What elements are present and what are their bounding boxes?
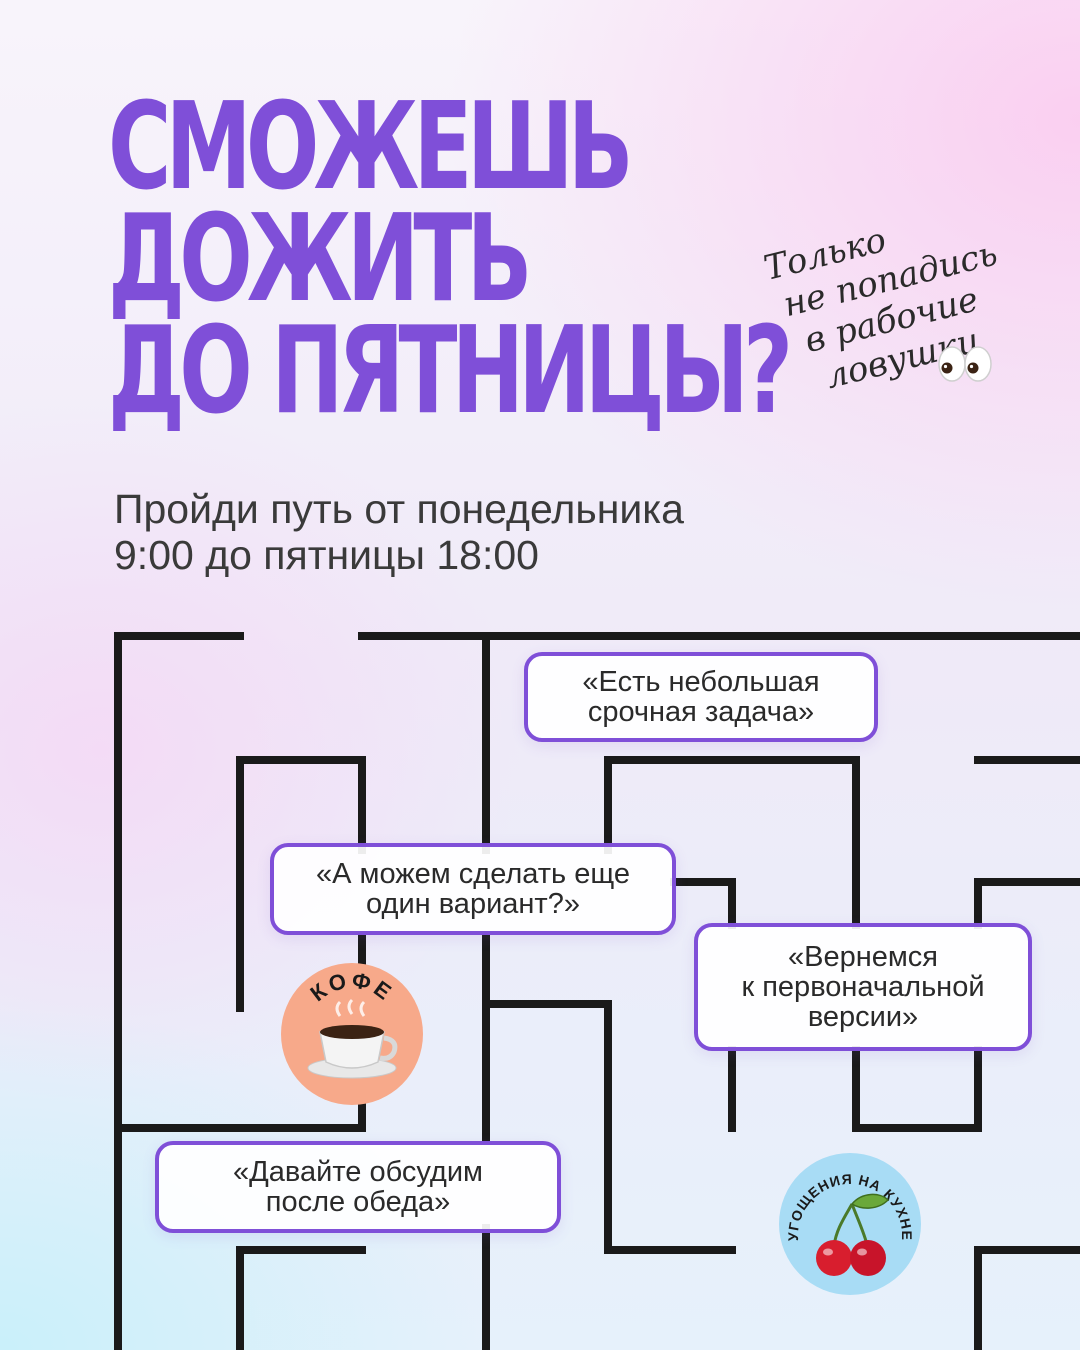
coffee-cup-icon bbox=[307, 998, 398, 1079]
headline-line: СМОЖЕШЬ bbox=[108, 78, 634, 217]
speech-bubble-urgent-task: «Есть небольшая срочная задача» bbox=[524, 652, 878, 742]
speech-bubble-another-variant: «А можем сделать еще один вариант?» bbox=[270, 843, 676, 935]
headline-line: ДО ПЯТНИЦЫ? bbox=[108, 302, 793, 441]
coffee-badge: КОФЕ bbox=[281, 963, 423, 1105]
bubble-line: «Вернемся bbox=[787, 941, 938, 973]
headline-line: ДОЖИТЬ bbox=[108, 190, 532, 329]
subtitle-line: 9:00 до пятницы 18:00 bbox=[114, 532, 539, 578]
bubble-line: к первоначальной bbox=[741, 971, 985, 1003]
subtitle: Пройди путь от понедельника 9:00 до пятн… bbox=[114, 486, 684, 578]
cherry-icon bbox=[816, 1193, 890, 1276]
bubble-line: один вариант?» bbox=[366, 888, 580, 920]
snacks-badge: УГОЩЕНИЯ НА КУХНЕ bbox=[779, 1153, 921, 1295]
bubble-line: версии» bbox=[807, 1001, 919, 1033]
speech-bubble-after-lunch: «Давайте обсудим после обеда» bbox=[155, 1141, 561, 1233]
headline: СМОЖЕШЬ ДОЖИТЬ ДО ПЯТНИЦЫ? bbox=[108, 78, 793, 441]
bubble-line: «Давайте обсудим bbox=[233, 1156, 483, 1188]
bubble-line: после обеда» bbox=[265, 1186, 451, 1218]
bubble-line: срочная задача» bbox=[587, 696, 815, 728]
bubble-line: «А можем сделать еще bbox=[315, 858, 631, 890]
subtitle-line: Пройди путь от понедельника bbox=[114, 486, 684, 532]
speech-bubble-original-version: «Вернемся к первоначальной версии» bbox=[694, 923, 1032, 1051]
bubble-line: «Есть небольшая bbox=[582, 666, 820, 698]
eyes-icon bbox=[938, 346, 992, 382]
